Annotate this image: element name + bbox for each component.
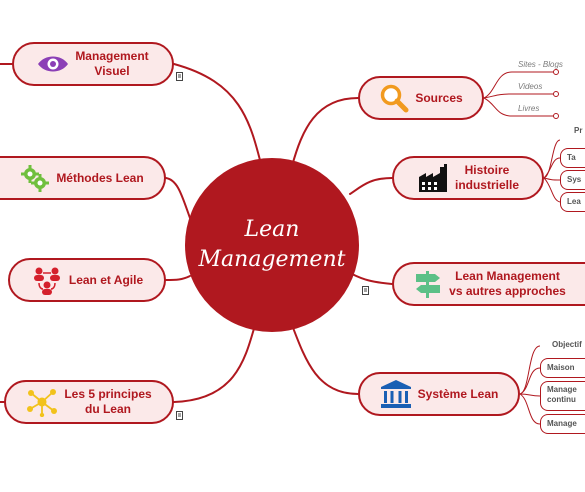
branch-lean-agile <box>165 275 191 281</box>
topic-lean-agile[interactable]: Lean et Agile <box>8 258 166 302</box>
branch-management-visuel <box>173 63 263 169</box>
central-topic-line2: Management <box>198 247 346 272</box>
collapse-dot <box>553 113 559 119</box>
topic-label: Lean et Agile <box>68 272 144 287</box>
team-icon <box>31 265 63 295</box>
eye-icon <box>37 54 69 74</box>
central-topic[interactable]: Lean Management <box>185 158 359 332</box>
collapse-dot <box>553 69 559 75</box>
branch-lean-vs <box>351 273 393 285</box>
leaf-histoire-3[interactable]: Sys <box>560 170 585 190</box>
topic-label: Sources <box>415 90 463 105</box>
branch-systeme <box>291 324 359 395</box>
topic-systeme-lean[interactable]: Système Lean <box>358 372 520 416</box>
magnifier-icon <box>379 83 409 113</box>
branch-sources <box>291 97 359 167</box>
topic-sources[interactable]: Sources <box>358 76 484 120</box>
gears-icon <box>20 164 50 192</box>
leaf-sites-blogs[interactable]: Sites - Blogs <box>518 60 563 69</box>
network-icon <box>26 387 58 417</box>
leaf-histoire-1[interactable]: Pr <box>574 126 583 135</box>
institution-icon <box>380 379 412 409</box>
leaf-videos[interactable]: Videos <box>518 82 543 91</box>
note-icon[interactable] <box>176 72 184 81</box>
central-topic-line1: Lean <box>244 217 300 243</box>
branch-histoire <box>349 177 393 195</box>
leaf-histoire-4[interactable]: Lea <box>560 192 585 212</box>
topic-label: Méthodes Lean <box>56 170 144 185</box>
branch-principes <box>173 324 256 403</box>
collapse-dot <box>553 91 559 97</box>
branch-methodes-lean <box>165 177 191 219</box>
leaf-systeme-objectif[interactable]: Objectif <box>552 340 582 349</box>
leaf-livres[interactable]: Livres <box>518 104 540 113</box>
leaf-systeme-maison[interactable]: Maison <box>540 358 585 378</box>
leaf-histoire-2[interactable]: Ta <box>560 148 585 168</box>
note-icon[interactable] <box>176 411 184 420</box>
factory-icon <box>417 163 449 193</box>
topic-methodes-lean[interactable]: Méthodes Lean <box>0 156 166 200</box>
leaf-systeme-manage[interactable]: Manage <box>540 414 585 434</box>
signpost-icon <box>413 269 443 299</box>
note-icon[interactable] <box>362 286 370 295</box>
topic-label: Système Lean <box>417 386 499 401</box>
